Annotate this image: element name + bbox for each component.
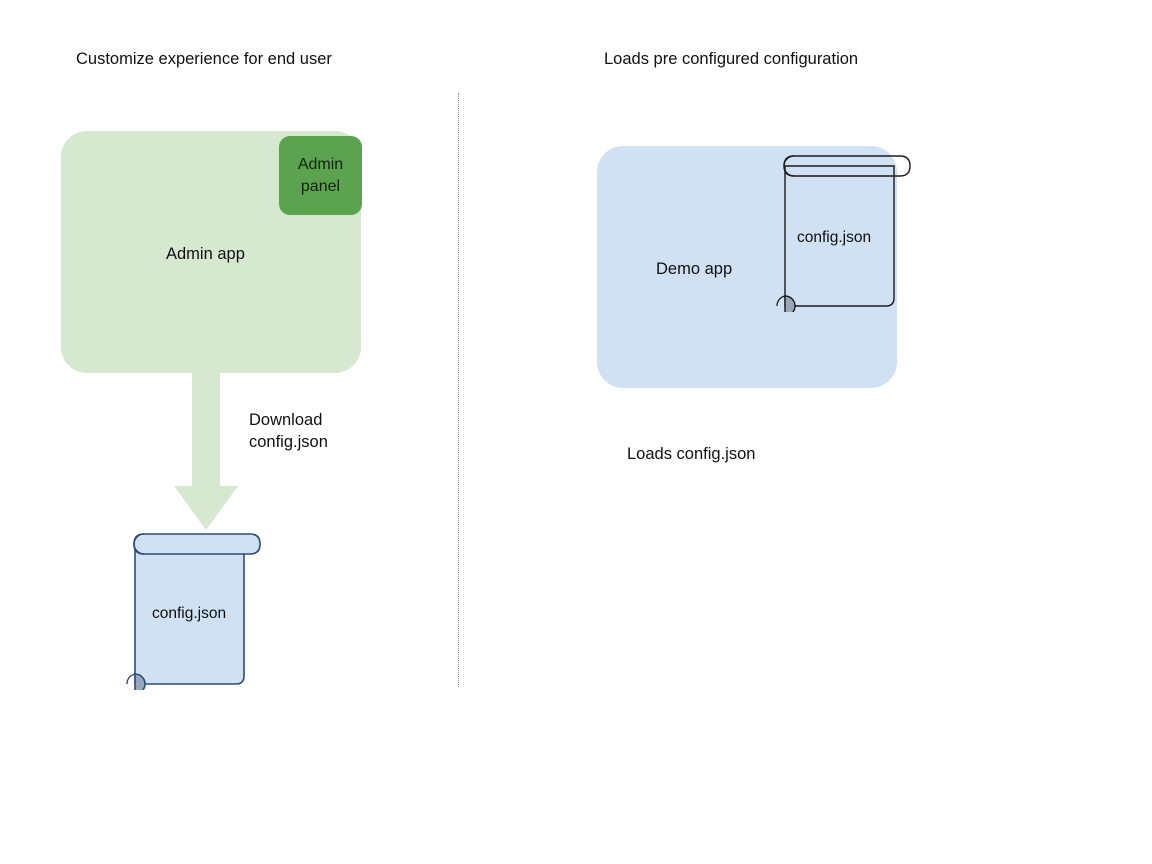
config-json-document-right [776,155,911,312]
admin-panel-label: Admin panel [298,154,343,198]
left-section-title: Customize experience for end user [76,50,332,68]
right-section-title: Loads pre configured configuration [604,50,859,68]
vertical-divider [458,93,459,687]
demo-app-box [597,146,897,388]
admin-app-label: Admin app [166,245,245,263]
demo-app-label: Demo app [656,260,733,278]
admin-panel-box[interactable]: Admin panel [279,136,362,215]
admin-panel-label-line1: Admin [297,155,344,173]
download-arrow-icon [174,368,238,530]
download-arrow-caption: Download config.json [249,409,328,453]
config-json-document-left [126,533,261,690]
config-json-label-right: config.json [797,229,872,246]
loads-config-caption: Loads config.json [627,445,756,463]
config-json-label-left: config.json [152,605,227,622]
download-caption-line2: config.json [249,433,328,451]
admin-panel-label-line2: panel [300,177,341,195]
download-caption-line1: Download [249,411,323,429]
